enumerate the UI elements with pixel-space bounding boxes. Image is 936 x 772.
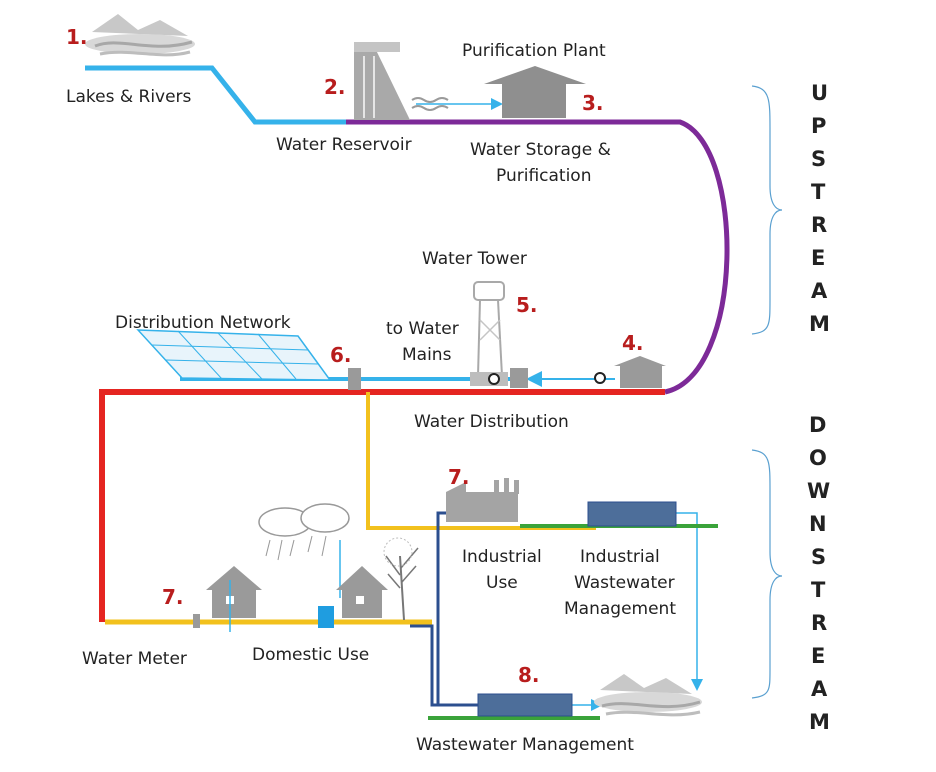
step-number-7-domestic: 7. bbox=[162, 585, 184, 609]
upstream-brace bbox=[751, 85, 783, 335]
water-tower-icon bbox=[470, 281, 528, 388]
raw-water-pipe bbox=[85, 65, 346, 125]
step-number-8: 8. bbox=[518, 663, 540, 687]
rain-cloud-icon bbox=[258, 503, 350, 561]
tree-icon bbox=[383, 537, 419, 621]
house-icon bbox=[206, 566, 262, 632]
downstream-letter: R bbox=[811, 611, 828, 635]
upstream-letter: U bbox=[811, 81, 829, 105]
upstream-letter: R bbox=[811, 213, 828, 237]
domestic-use-label: Domestic Use bbox=[252, 645, 369, 665]
industrial-wastewater-label-line2: Wastewater bbox=[574, 573, 675, 593]
upstream-letter: S bbox=[811, 147, 827, 171]
upstream-label: U P S T R E A M bbox=[809, 81, 831, 336]
downstream-letter: M bbox=[809, 710, 831, 734]
downstream-letter: W bbox=[807, 479, 831, 503]
water-meter-label: Water Meter bbox=[82, 649, 187, 669]
treatment-tank-icon bbox=[477, 693, 573, 717]
house-icon bbox=[336, 566, 388, 618]
industrial-use-label-line1: Industrial bbox=[462, 547, 542, 567]
downstream-letter: O bbox=[809, 446, 828, 470]
industrial-use-label-line2: Use bbox=[486, 573, 518, 593]
water-storage-label-line2: Purification bbox=[496, 166, 591, 186]
step-number-6: 6. bbox=[330, 343, 352, 367]
lake-mountain-icon bbox=[85, 14, 195, 57]
water-storage-label-line1: Water Storage & bbox=[470, 140, 611, 160]
downstream-letter: A bbox=[811, 677, 828, 701]
upstream-letter: M bbox=[809, 312, 831, 336]
distribution-grid-icon bbox=[136, 329, 332, 381]
water-reservoir-label: Water Reservoir bbox=[276, 135, 412, 155]
distribution-pipe bbox=[99, 389, 665, 622]
distribution-network-label: Distribution Network bbox=[115, 313, 291, 333]
valve-box-icon bbox=[348, 368, 361, 390]
upstream-letter: T bbox=[811, 180, 826, 204]
upstream-letter: A bbox=[811, 279, 828, 303]
industrial-wastewater-label-line3: Management bbox=[564, 599, 676, 619]
upstream-letter: P bbox=[811, 114, 827, 138]
pump-station-icon bbox=[594, 356, 666, 388]
purification-plant-label: Purification Plant bbox=[462, 41, 606, 61]
step-number-2: 2. bbox=[324, 75, 346, 99]
wastewater-management-label: Wastewater Management bbox=[416, 735, 634, 755]
return-pipe bbox=[676, 512, 703, 691]
water-distribution-label: Water Distribution bbox=[414, 412, 569, 432]
step-number-1: 1. bbox=[66, 25, 88, 49]
water-meter-icon bbox=[193, 614, 200, 628]
downstream-letter: S bbox=[811, 545, 827, 569]
industrial-wastewater-pipe bbox=[436, 511, 518, 707]
downstream-letter: D bbox=[809, 413, 827, 437]
step-number-5: 5. bbox=[516, 293, 538, 317]
lakes-rivers-label: Lakes & Rivers bbox=[66, 87, 192, 107]
step-number-3: 3. bbox=[582, 91, 604, 115]
treated-water-pipe bbox=[346, 119, 730, 395]
water-tower-label: Water Tower bbox=[422, 249, 527, 269]
domestic-wastewater-pipe bbox=[410, 624, 482, 707]
downstream-brace bbox=[751, 449, 783, 699]
purification-plant-icon bbox=[484, 66, 586, 118]
industrial-wastewater-label-line1: Industrial bbox=[580, 547, 660, 567]
downstream-letter: N bbox=[809, 512, 828, 536]
downstream-letter: E bbox=[811, 644, 826, 668]
lake-mountain-icon bbox=[594, 674, 702, 717]
factory-icon bbox=[446, 478, 519, 522]
step-number-7-industrial: 7. bbox=[448, 465, 470, 489]
dam-icon bbox=[354, 42, 449, 120]
downstream-letter: T bbox=[811, 578, 826, 602]
step-number-4: 4. bbox=[622, 331, 644, 355]
downstream-label: D O W N S T R E A M bbox=[807, 413, 831, 734]
to-water-mains-label-line2: Mains bbox=[402, 345, 452, 365]
upstream-letter: E bbox=[811, 246, 826, 270]
to-water-mains-label-line1: to Water bbox=[386, 319, 459, 339]
rain-tank-icon bbox=[318, 606, 334, 628]
treatment-tank-icon bbox=[587, 501, 677, 527]
